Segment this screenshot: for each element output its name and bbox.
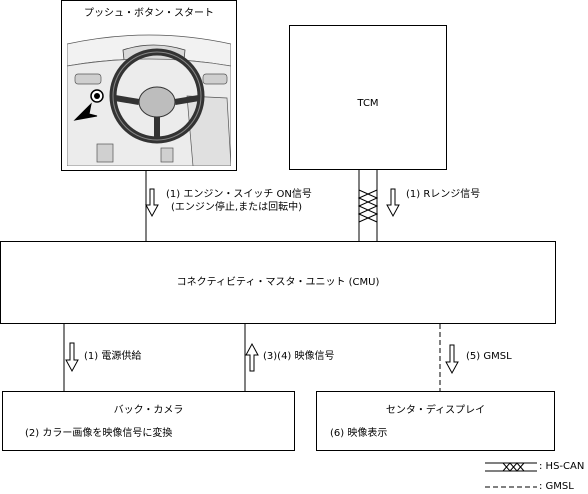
push-button-start-box: プッシュ・ボタン・スタート: [61, 0, 237, 171]
hs-can-twisted-pair: [357, 170, 379, 241]
tcm-box: TCM: [289, 25, 447, 170]
r-range-label: (1) Rレンジ信号: [406, 189, 481, 200]
video-signal-label: (3)(4) 映像信号: [263, 351, 335, 362]
gmsl-arrow: [445, 344, 459, 375]
center-display-box: センタ・ディスプレイ (6) 映像表示: [316, 391, 555, 451]
center-display-note: (6) 映像表示: [330, 428, 388, 439]
engine-switch-arrow: [145, 188, 159, 218]
gmsl-label: (5) GMSL: [466, 351, 512, 362]
back-camera-note: (2) カラー画像を映像信号に変換: [25, 428, 173, 439]
cmu-box: コネクティビティ・マスタ・ユニット (CMU): [0, 241, 556, 324]
power-arrow: [65, 342, 79, 373]
r-range-arrow: [386, 188, 400, 218]
dashboard-illustration: [67, 26, 231, 166]
legend-hs-can-label: : HS-CAN: [539, 461, 585, 472]
center-display-title: センタ・ディスプレイ: [385, 405, 486, 416]
cmu-label: コネクティビティ・マスタ・ユニット (CMU): [176, 277, 380, 288]
legend-gmsl-label: : GMSL: [539, 481, 574, 492]
push-button-start-title: プッシュ・ボタン・スタート: [84, 8, 214, 19]
back-camera-title: バック・カメラ: [113, 405, 184, 416]
engine-switch-label-1: (1) エンジン・スイッチ ON信号: [166, 189, 312, 200]
tcm-label: TCM: [357, 98, 379, 109]
engine-switch-label-2: (エンジン停止,または回転中): [171, 202, 302, 213]
back-camera-box: バック・カメラ (2) カラー画像を映像信号に変換: [2, 391, 295, 451]
power-supply-label: (1) 電源供給: [84, 351, 142, 362]
legend-hs-can-symbol: [485, 462, 537, 472]
video-arrow: [245, 342, 259, 372]
